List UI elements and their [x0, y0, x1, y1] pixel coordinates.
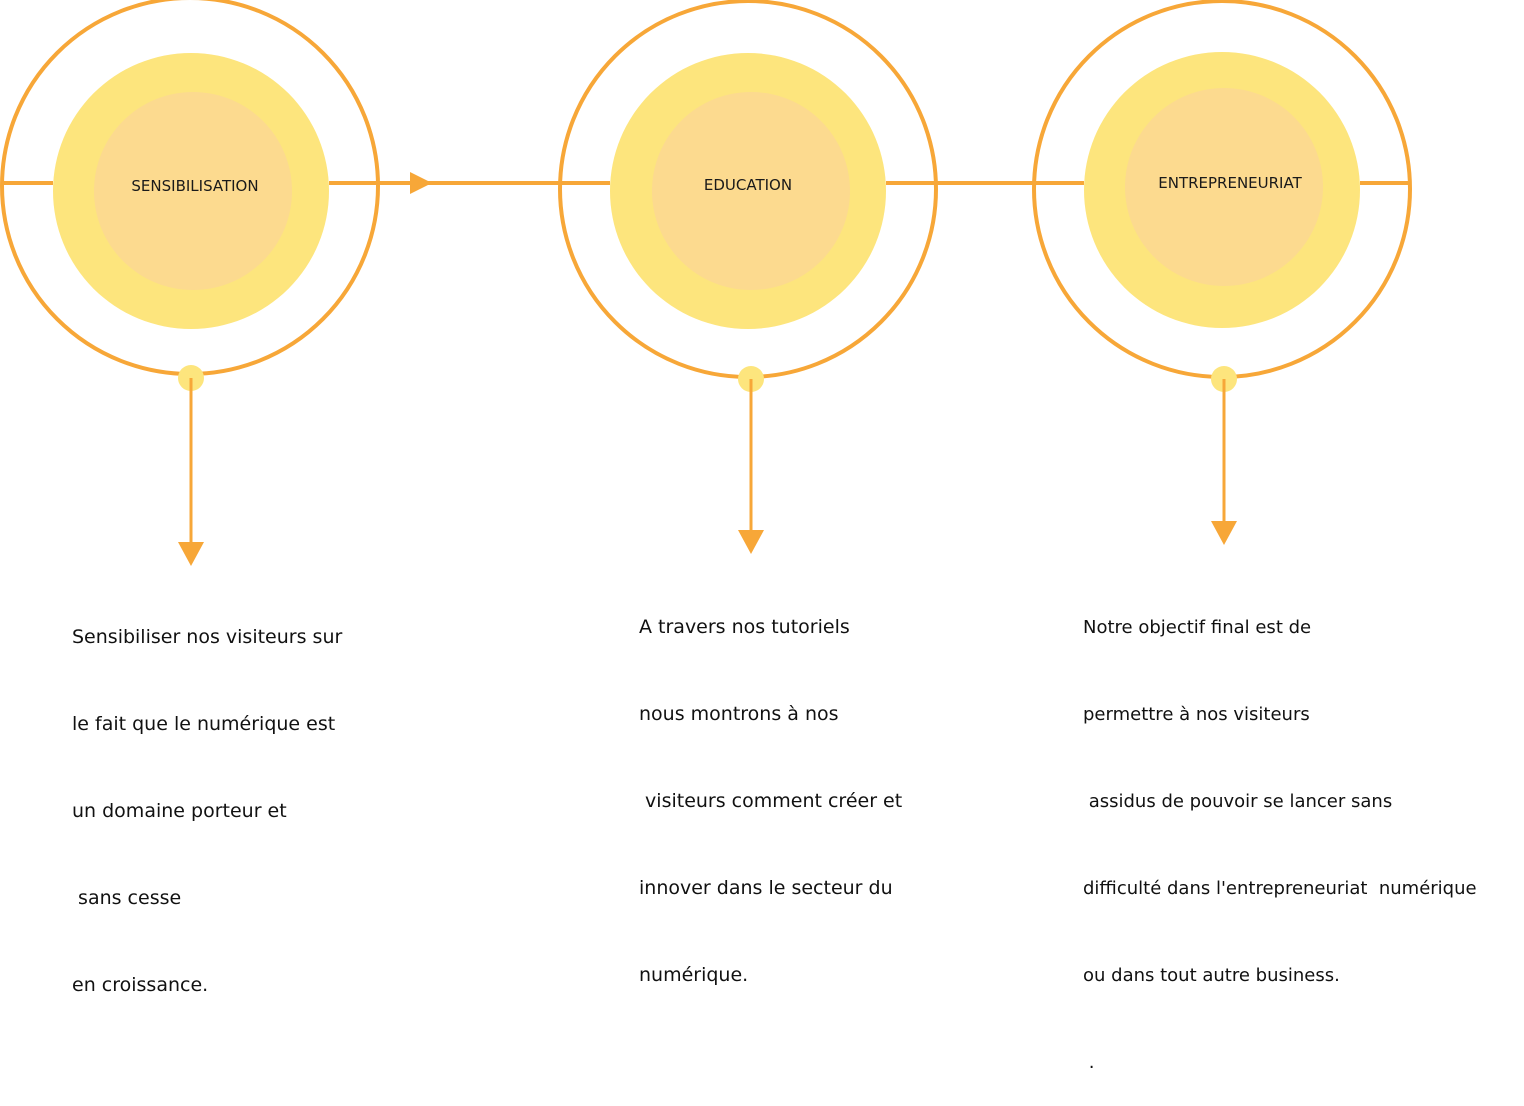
step-description-sensibilisation: Sensibiliser nos visiteurs sur le fait q… [72, 565, 342, 1029]
down-arrowhead [738, 530, 764, 554]
inner-disc [652, 92, 850, 290]
description-line: innover dans le secteur du [639, 877, 893, 899]
description-line: le fait que le numérique est [72, 713, 336, 735]
step-education: EDUCATION [558, 0, 938, 554]
description-line: . [1083, 1052, 1095, 1073]
description-line: numérique. [639, 964, 749, 986]
description-line: Notre objectif final est de [1083, 617, 1312, 638]
down-arrowhead [178, 542, 204, 566]
description-line: assidus de pouvoir se lancer sans [1083, 791, 1393, 812]
step-description-entrepreneuriat: Notre objectif final est de permettre à … [1083, 555, 1477, 1106]
timeline-arrowhead [410, 172, 432, 194]
description-line: un domaine porteur et [72, 800, 287, 822]
process-diagram: SENSIBILISATION EDUCATION ENTREPRENEURIA… [0, 0, 1412, 566]
description-line: permettre à nos visiteurs [1083, 704, 1310, 725]
step-sensibilisation: SENSIBILISATION [0, 0, 380, 566]
step-description-education: A travers nos tutoriels nous montrons à … [639, 555, 902, 1019]
description-line: visiteurs comment créer et [639, 790, 903, 812]
step-title: EDUCATION [704, 176, 792, 194]
down-arrowhead [1211, 521, 1237, 545]
inner-disc [94, 92, 292, 290]
description-line: en croissance. [72, 974, 209, 996]
description-line: A travers nos tutoriels [639, 616, 850, 638]
description-line: Sensibiliser nos visiteurs sur [72, 626, 343, 648]
description-line: ou dans tout autre business. [1083, 965, 1340, 986]
description-line: sans cesse [72, 887, 182, 909]
description-line: difficulté dans l'entrepreneuriat numéri… [1083, 878, 1477, 899]
step-entrepreneuriat: ENTREPRENEURIAT [1032, 0, 1412, 545]
step-title: ENTREPRENEURIAT [1158, 174, 1302, 192]
step-title: SENSIBILISATION [131, 177, 258, 195]
description-line: nous montrons à nos [639, 703, 839, 725]
inner-disc [1125, 88, 1323, 286]
